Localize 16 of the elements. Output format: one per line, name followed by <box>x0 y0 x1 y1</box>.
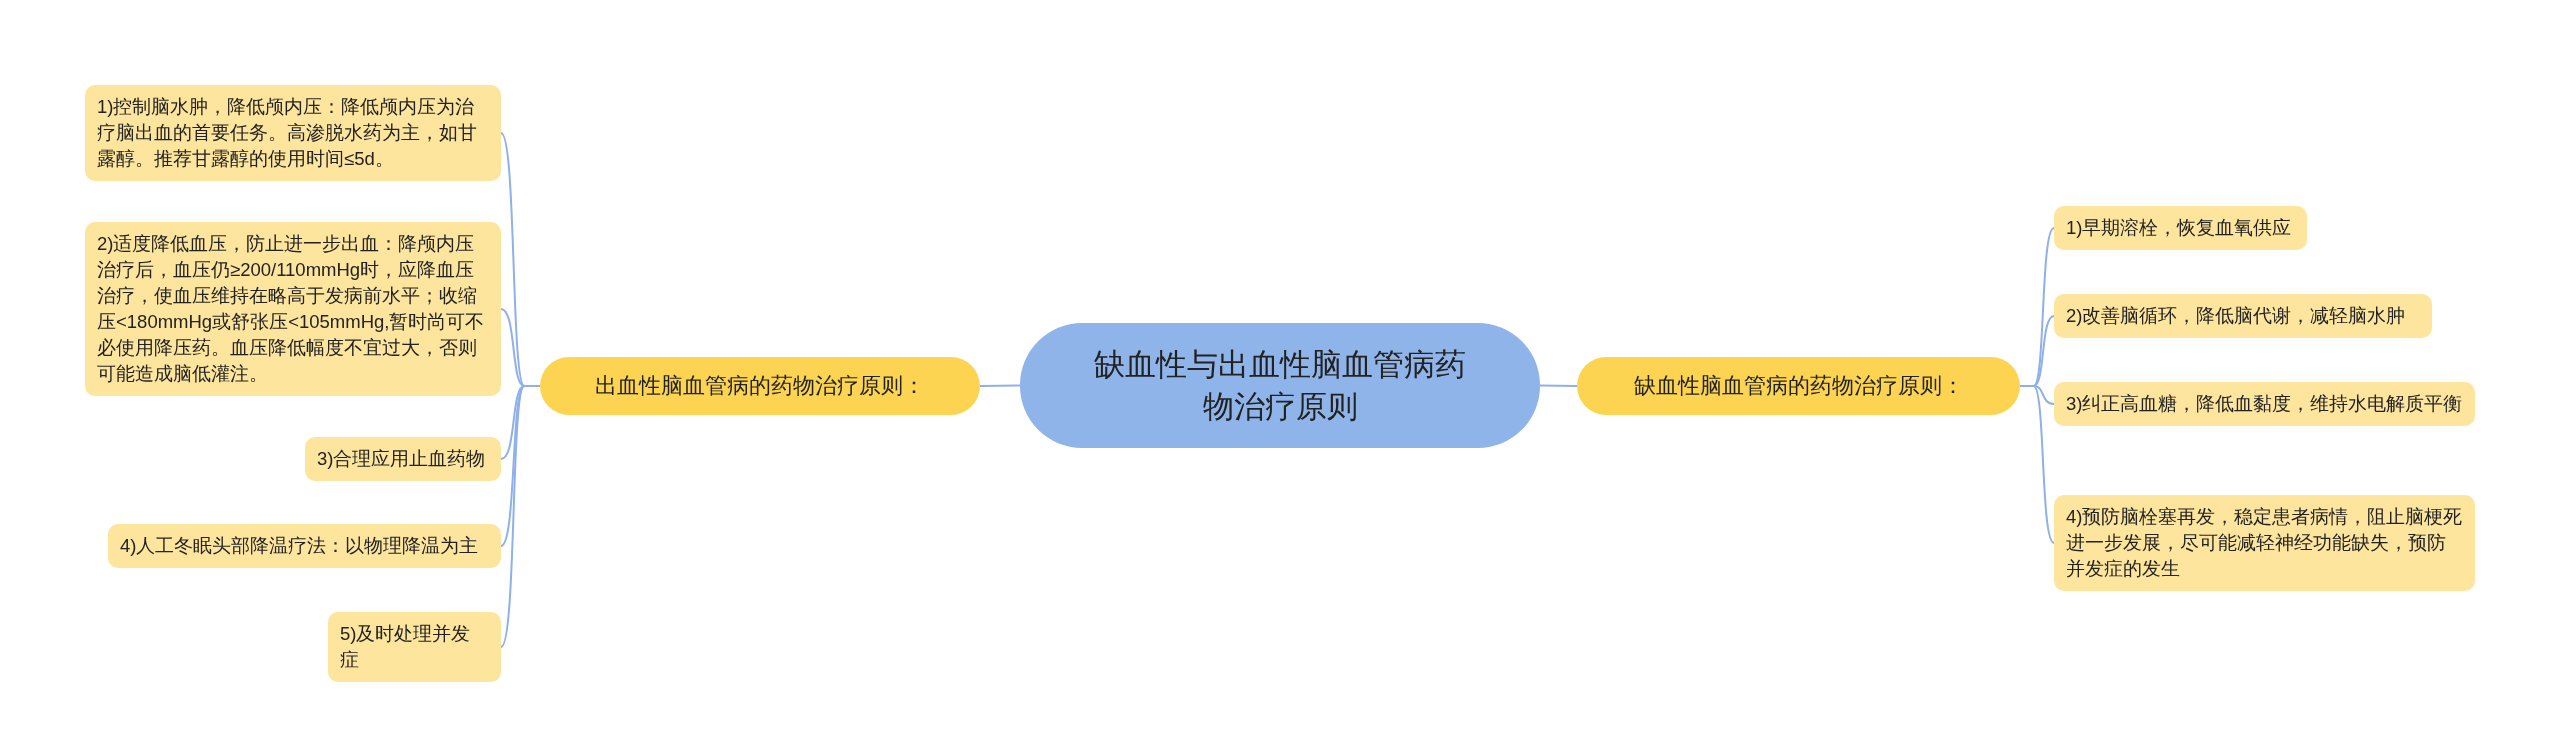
connector-line <box>1539 384 1578 387</box>
leaf-box: 1)控制脑水肿，降低颅内压：降低颅内压为治疗脑出血的首要任务。高渗脱水药为主，如甘露醇。推荐甘露醇的使用时间≤5d。 <box>85 85 501 181</box>
leaf-box: 1)早期溶栓，恢复血氧供应 <box>2054 206 2307 250</box>
topic-pill: 缺血性与出血性脑血管病药物治疗原则 <box>1020 323 1540 448</box>
leaf-box: 2)改善脑循环，降低脑代谢，减轻脑水肿 <box>2054 294 2432 338</box>
leaf-box: 3)纠正高血糖，降低血黏度，维持水电解质平衡 <box>2054 382 2475 426</box>
leaf-box: 2)适度降低血压，防止进一步出血：降颅内压治疗后，血压仍≥200/110mmHg时，应降血压治疗，使血压维持在略高于发病前水平；收缩压<180mmHg或舒张压<105mmHg,暂时尚可不必使用降压药。血压降低幅度不宜过大，否则可能造成脑低灌注。 <box>85 222 501 396</box>
connector-line <box>2019 385 2055 544</box>
branch-pill: 缺血性脑血管病的药物治疗原则： <box>1577 357 2020 415</box>
leaf-box: 3)合理应用止血药物 <box>305 437 501 481</box>
leaf-box: 5)及时处理并发症 <box>328 612 501 682</box>
connector-line <box>979 384 1021 387</box>
branch-pill: 出血性脑血管病的药物治疗原则： <box>540 357 980 415</box>
leaf-box: 4)预防脑栓塞再发，稳定患者病情，阻止脑梗死进一步发展，尽可能减轻神经功能缺失，预防并发症的发生 <box>2054 495 2475 591</box>
leaf-box: 4)人工冬眠头部降温疗法：以物理降温为主 <box>108 524 501 568</box>
connector-line <box>500 385 541 648</box>
